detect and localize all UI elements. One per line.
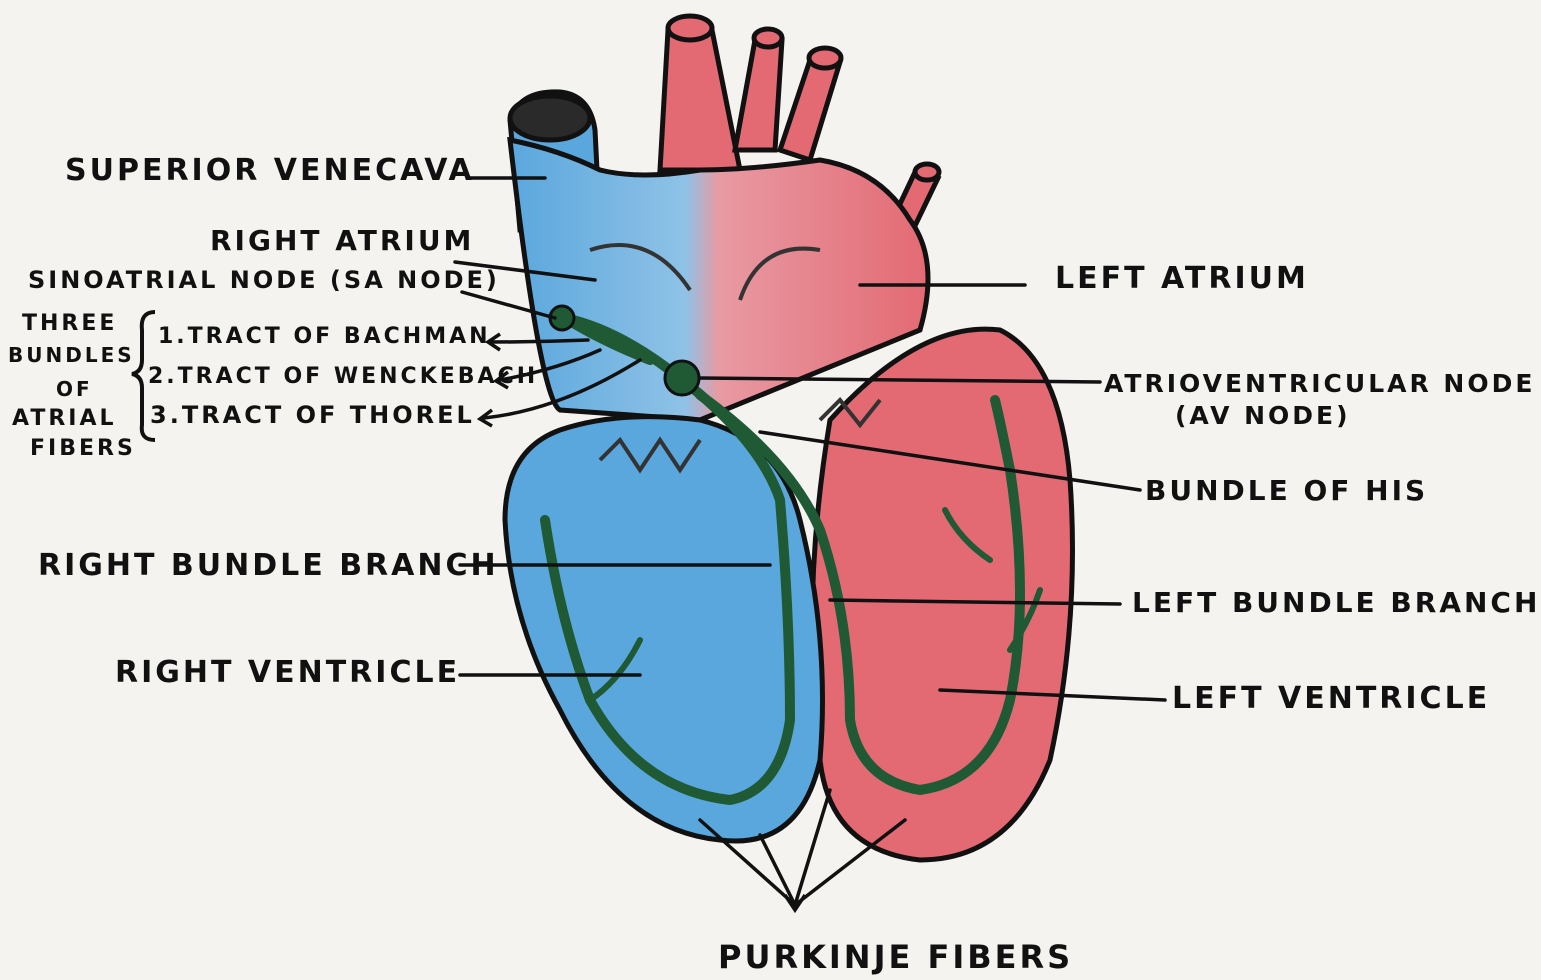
label-tract-3: 3.TRACT OF THOREL — [150, 401, 475, 429]
label-three: THREE — [22, 311, 117, 336]
label-bundle-of-his: BUNDLE OF HIS — [1145, 474, 1428, 507]
label-sa-node: SINOATRIAL NODE (SA NODE) — [28, 266, 500, 294]
av-node-marker — [665, 361, 699, 395]
label-tract-2: 2.TRACT OF WENCKEBACH — [148, 364, 538, 389]
label-superior-vena-cava: SUPERIOR VENECAVA — [65, 153, 475, 188]
label-purkinje-fibers: PURKINJE FIBERS — [718, 938, 1073, 976]
label-left-bundle-branch: LEFT BUNDLE BRANCH — [1132, 586, 1540, 619]
label-right-bundle-branch: RIGHT BUNDLE BRANCH — [38, 548, 499, 583]
label-av-node-1: ATRIOVENTRICULAR NODE — [1104, 369, 1535, 398]
label-right-ventricle: RIGHT VENTRICLE — [115, 655, 460, 690]
label-of: OF — [56, 377, 93, 401]
label-atrial: ATRIAL — [12, 406, 117, 431]
label-tract-1: 1.TRACT OF BACHMAN — [158, 324, 491, 349]
label-fibers: FIBERS — [30, 436, 136, 461]
label-bundles: BUNDLES — [8, 343, 135, 367]
label-left-atrium: LEFT ATRIUM — [1055, 261, 1309, 296]
label-av-node-2: (AV NODE) — [1175, 401, 1351, 430]
label-right-atrium: RIGHT ATRIUM — [210, 224, 474, 257]
label-left-ventricle: LEFT VENTRICLE — [1172, 681, 1490, 716]
